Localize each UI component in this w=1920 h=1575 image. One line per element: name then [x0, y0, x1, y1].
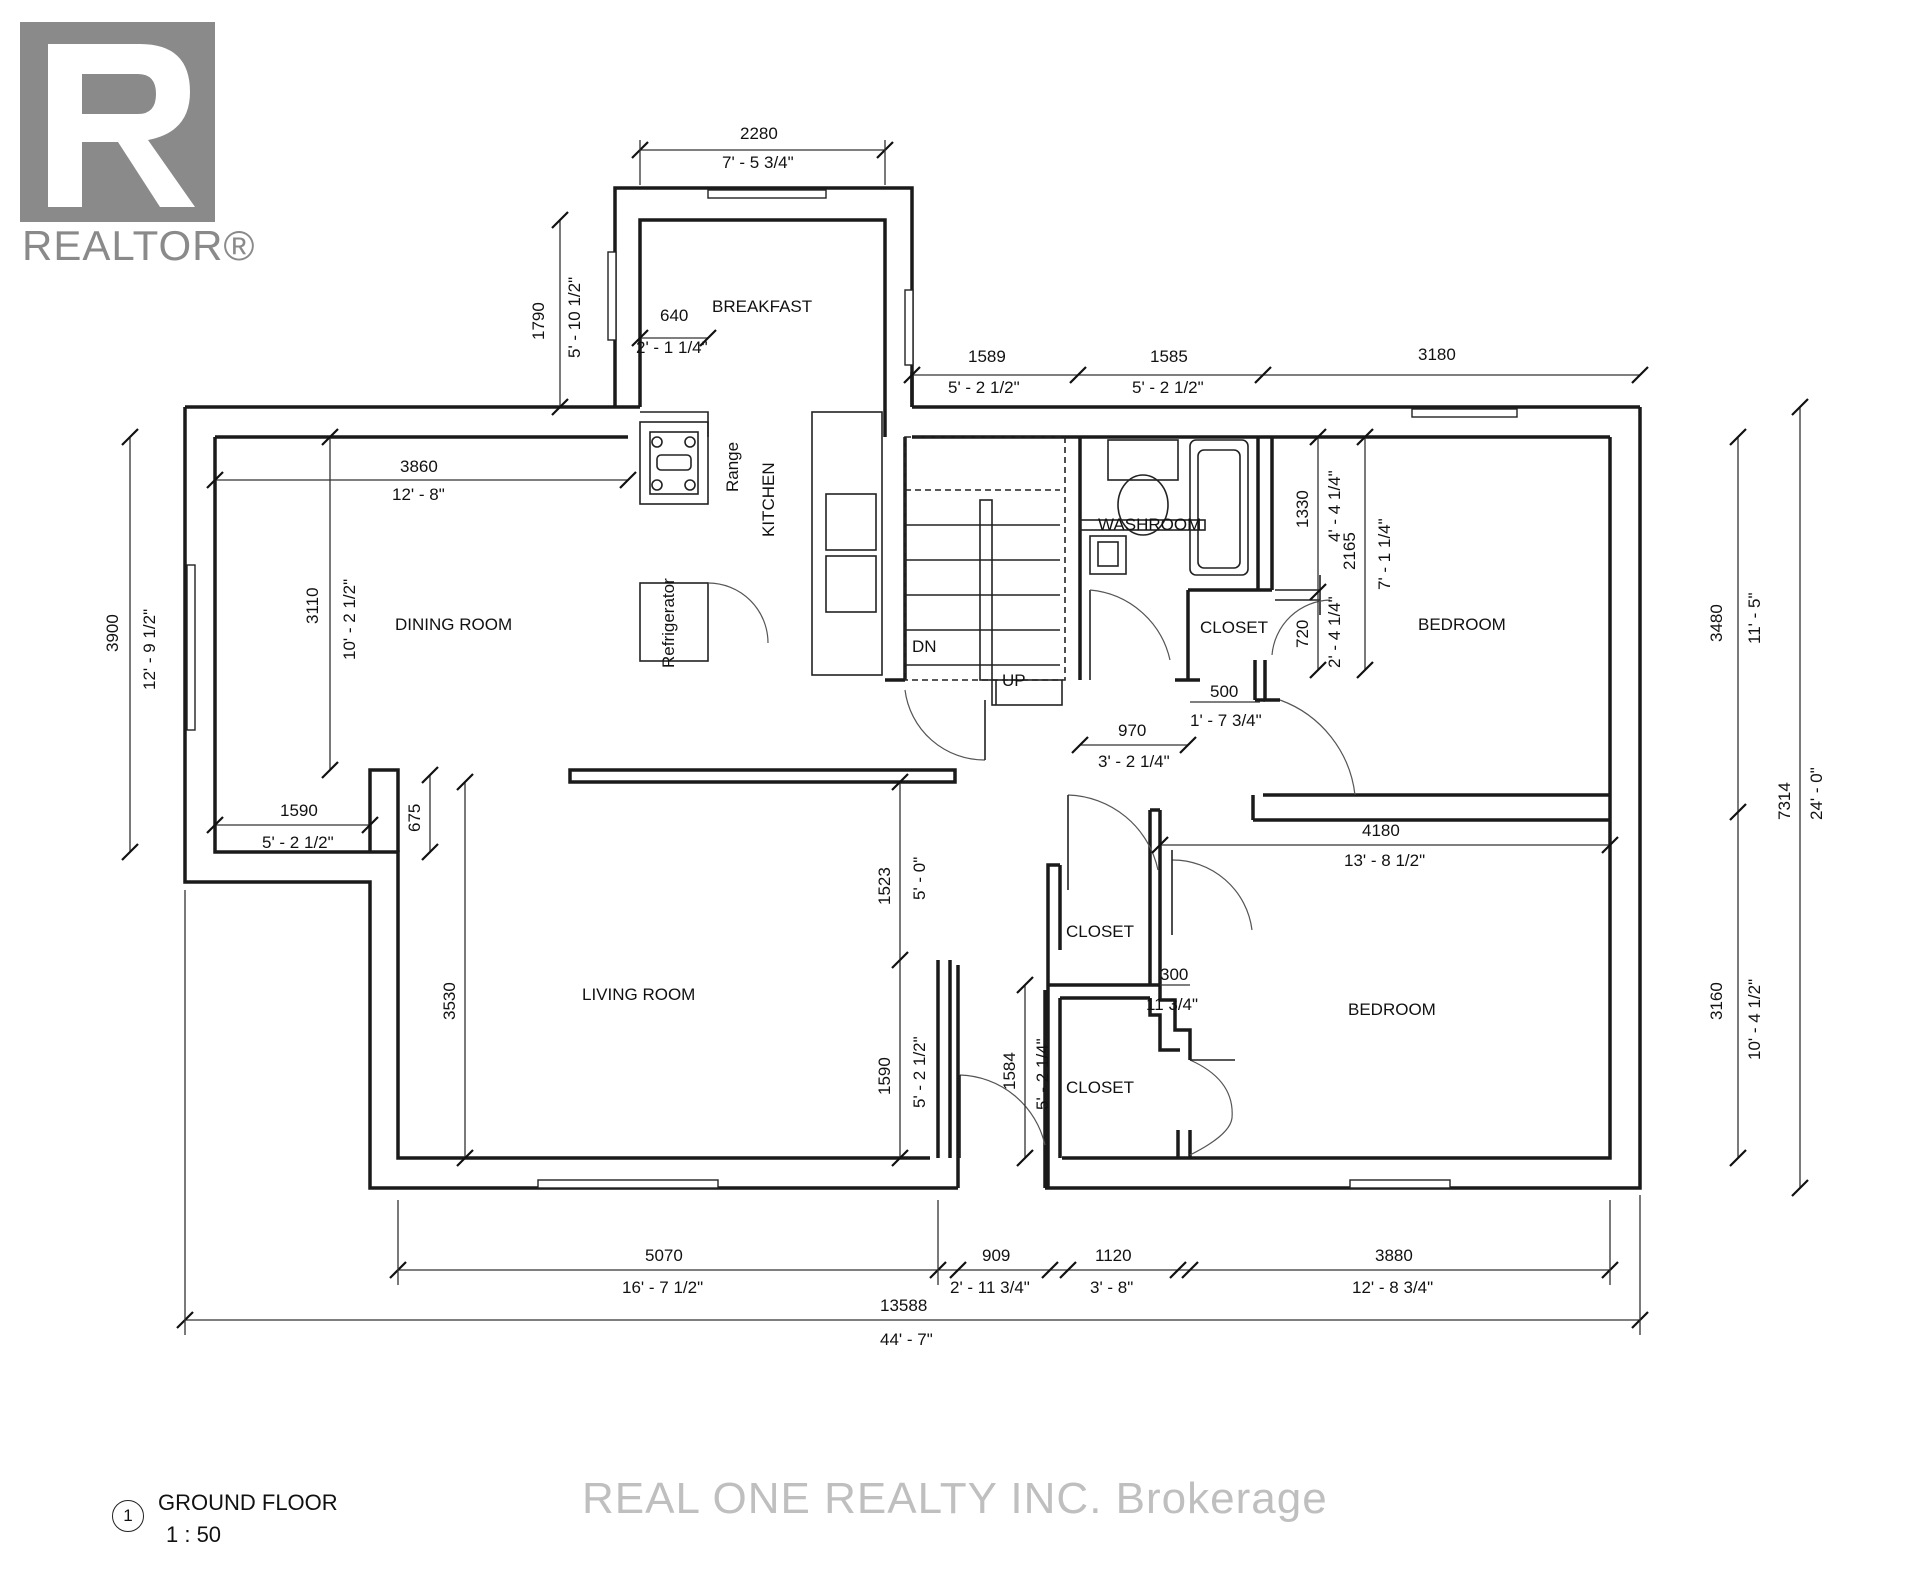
dim-1590-living: 1590	[875, 1057, 894, 1095]
dim-3860: 3860	[400, 457, 438, 476]
dim-1790: 1790	[529, 302, 548, 340]
dim-1584: 1584	[1000, 1052, 1019, 1090]
dim-970-imperial: 3' - 2 1/4"	[1098, 752, 1170, 771]
dim-2165: 2165	[1340, 532, 1359, 570]
label-bedroom-lower: BEDROOM	[1348, 1000, 1436, 1019]
label-dining-room: DINING ROOM	[395, 615, 512, 634]
stairs	[904, 436, 1066, 761]
dim-3480: 3480	[1707, 604, 1726, 642]
dim-3480-imperial: 11' - 5"	[1745, 593, 1764, 645]
view-number-badge: 1	[112, 1500, 144, 1532]
dim-2280: 2280	[740, 124, 778, 143]
dim-1589: 1589	[968, 347, 1006, 366]
dim-1120-imperial: 3' - 8"	[1090, 1278, 1133, 1297]
dimension-lines	[121, 140, 1809, 1335]
dim-7314: 7314	[1775, 782, 1794, 820]
realtor-wordmark: REALTOR®	[22, 222, 256, 269]
dim-1330: 1330	[1293, 490, 1312, 528]
dim-1120: 1120	[1095, 1246, 1132, 1265]
dim-640-imperial: 2' - 1 1/4"	[636, 338, 708, 357]
dim-3880-imperial: 12' - 8 3/4"	[1352, 1278, 1433, 1297]
dim-1523: 1523	[875, 867, 894, 905]
label-closet-low: CLOSET	[1066, 1078, 1134, 1097]
dim-13588-imperial: 44' - 7"	[880, 1330, 933, 1349]
label-living-room: LIVING ROOM	[582, 985, 695, 1004]
label-range: Range	[723, 442, 742, 492]
dim-640: 640	[660, 306, 688, 325]
dim-5070: 5070	[645, 1246, 683, 1265]
dim-1590-dining-imperial: 5' - 2 1/2"	[262, 833, 334, 852]
dim-3900: 3900	[103, 614, 122, 652]
label-closet-upper: CLOSET	[1200, 618, 1268, 637]
label-kitchen: KITCHEN	[759, 462, 778, 537]
label-stair-up: UP	[1002, 671, 1026, 690]
dim-1523-imperial: 5' - 0"	[910, 857, 929, 900]
dim-1585-imperial: 5' - 2 1/2"	[1132, 378, 1204, 397]
dim-1584-imperial: 5' - 2 1/4"	[1033, 1038, 1052, 1110]
room-labels: BREAKFAST KITCHEN Range Refrigerator DIN…	[395, 297, 1506, 1097]
dim-3180: 3180	[1418, 345, 1456, 364]
dim-3900-imperial: 12' - 9 1/2"	[140, 609, 159, 690]
dim-720: 720	[1293, 620, 1312, 648]
dim-300: 300	[1160, 965, 1188, 984]
dim-2165-imperial: 7' - 1 1/4"	[1375, 518, 1394, 590]
realtor-logo: REALTOR®	[10, 10, 254, 269]
dim-720-imperial: 2' - 4 1/4"	[1325, 596, 1344, 668]
dim-1790-imperial: 5' - 10 1/2"	[565, 277, 584, 358]
dim-5070-imperial: 16' - 7 1/2"	[622, 1278, 703, 1297]
label-closet-mid: CLOSET	[1066, 922, 1134, 941]
dim-4180-imperial: 13' - 8 1/2"	[1344, 851, 1425, 870]
dim-1589-imperial: 5' - 2 1/2"	[948, 378, 1020, 397]
label-breakfast: BREAKFAST	[712, 297, 812, 316]
dim-500: 500	[1210, 682, 1238, 701]
dim-1590-living-imperial: 5' - 2 1/2"	[910, 1036, 929, 1108]
dim-500-imperial: 1' - 7 3/4"	[1190, 711, 1262, 730]
kitchen-fixtures	[639, 411, 883, 676]
dim-1585: 1585	[1150, 347, 1188, 366]
dim-675: 675	[405, 804, 424, 832]
label-stair-down: DN	[912, 637, 937, 656]
dim-970: 970	[1118, 721, 1146, 740]
dim-3160-imperial: 10' - 4 1/2"	[1745, 979, 1764, 1060]
dim-3860-imperial: 12' - 8"	[392, 485, 445, 504]
washroom-fixtures	[1079, 439, 1331, 680]
dim-7314-imperial: 24' - 0"	[1807, 767, 1826, 820]
dim-1330-imperial: 4' - 4 1/4"	[1325, 470, 1344, 542]
windows	[186, 189, 1518, 1189]
realtor-r-icon	[20, 22, 215, 222]
label-washroom: WASHROOM	[1098, 515, 1201, 534]
dim-300-imperial: 11 3/4"	[1146, 995, 1198, 1014]
dim-2280-imperial: 7' - 5 3/4"	[722, 153, 794, 172]
dim-3110-imperial: 10' - 2 1/2"	[340, 579, 359, 660]
dim-3880: 3880	[1375, 1246, 1413, 1265]
dim-1590-dining: 1590	[280, 801, 318, 820]
drawing-scale: 1 : 50	[166, 1522, 222, 1547]
dimension-labels: 2280 7' - 5 3/4" 1790 5' - 10 1/2" 640 2…	[103, 124, 1826, 1349]
dim-909-imperial: 2' - 11 3/4"	[950, 1278, 1030, 1297]
dim-13588: 13588	[880, 1296, 927, 1315]
dim-909: 909	[982, 1246, 1010, 1265]
dim-3110: 3110	[303, 587, 322, 624]
dim-3160: 3160	[1707, 982, 1726, 1020]
drawing-title: GROUND FLOOR	[158, 1490, 338, 1515]
label-refrigerator: Refrigerator	[659, 578, 678, 668]
door-swings	[959, 699, 1356, 1158]
dim-3530: 3530	[440, 982, 459, 1020]
interior-walls	[368, 372, 1610, 1188]
brokerage-watermark: REAL ONE REALTY INC. Brokerage	[582, 1474, 1328, 1523]
label-bedroom-upper: BEDROOM	[1418, 615, 1506, 634]
dim-4180: 4180	[1362, 821, 1400, 840]
